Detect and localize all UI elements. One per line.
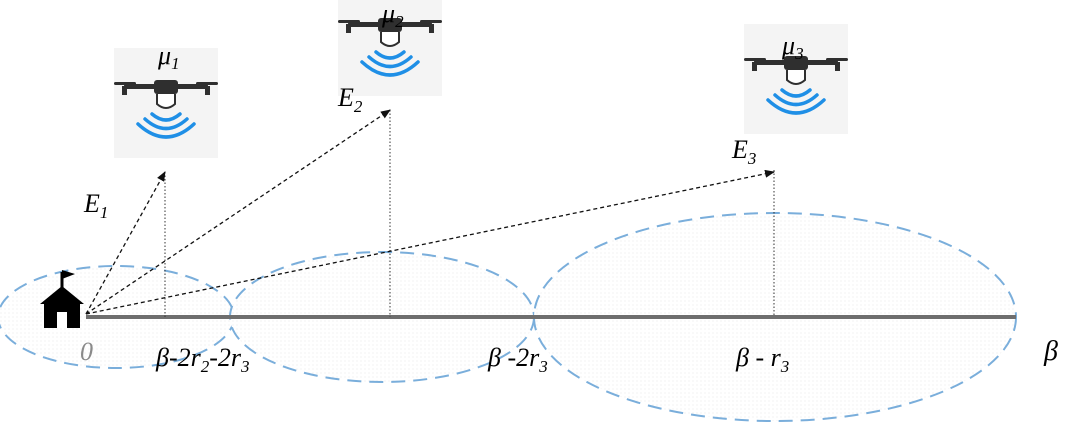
position-label-1: β-2r2-2r3 — [155, 343, 250, 376]
edge-label-3: E3 — [731, 135, 756, 168]
position-label-3: β - r3 — [735, 343, 789, 376]
uav-label-3: μ3 — [781, 31, 804, 63]
edge-label-1: E1 — [83, 189, 108, 222]
home-icon — [40, 270, 84, 328]
uav-label-2: μ2 — [381, 0, 404, 31]
edge-arrow-2 — [85, 109, 391, 315]
edge-arrow-3 — [85, 169, 775, 315]
uav-label-1: μ1 — [157, 41, 180, 73]
axis-end-label: β — [1043, 336, 1058, 367]
edge-label-2: E2 — [337, 83, 363, 116]
origin-label: 0 — [80, 337, 93, 366]
drone-icon-3 — [742, 22, 850, 136]
edge-arrow-1 — [85, 171, 166, 315]
position-label-2: β -2r3 — [487, 343, 548, 376]
